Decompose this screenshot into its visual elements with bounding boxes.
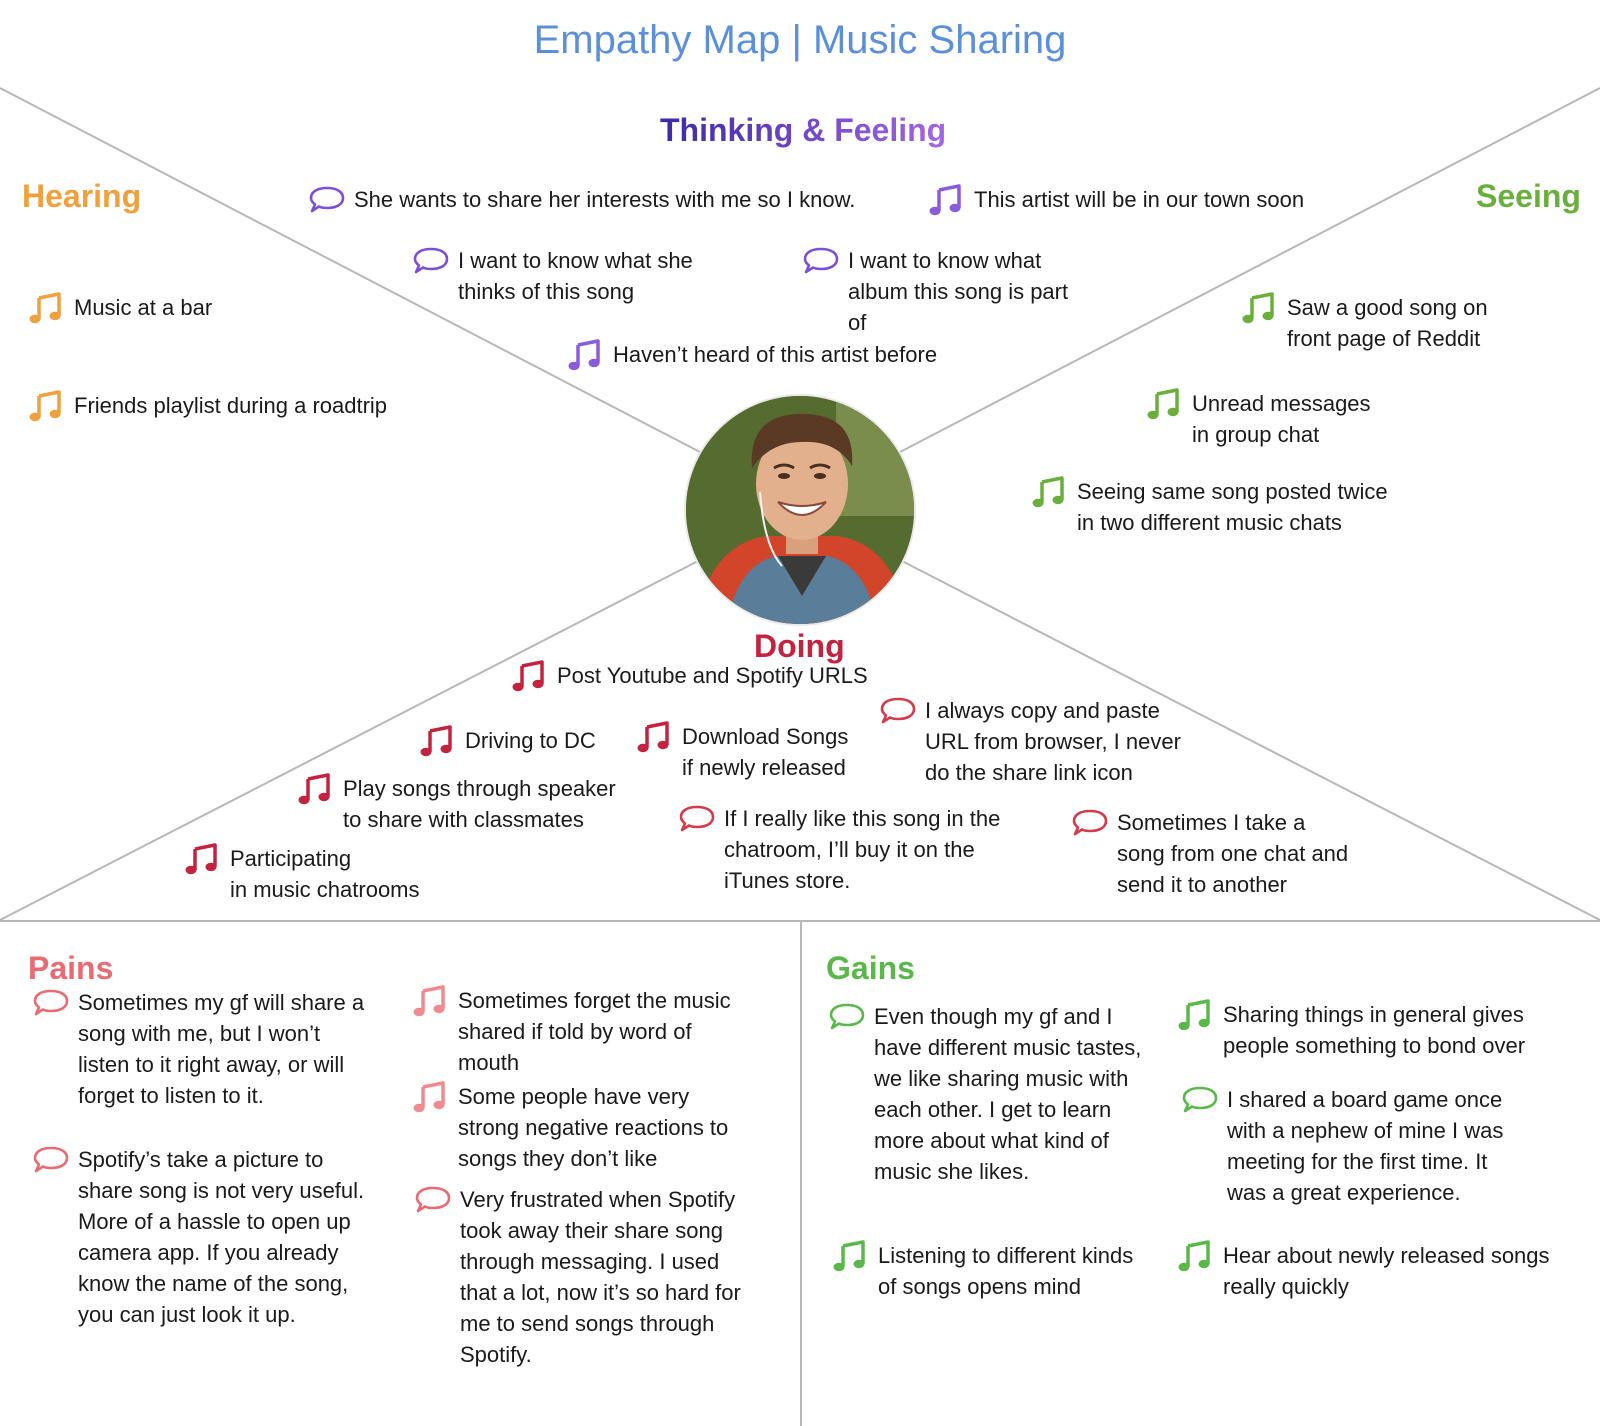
speech-bubble-icon	[32, 1144, 70, 1176]
pains-heading: Pains	[28, 950, 114, 986]
hearing-heading: Hearing	[22, 178, 142, 214]
page-title: Empathy Map | Music Sharing	[533, 18, 1067, 62]
doing-item: Sometimes I take a song from one chat an…	[1071, 807, 1348, 900]
gains-item: Hear about newly released songs really q…	[1177, 1240, 1550, 1302]
speech-bubble-icon	[1071, 807, 1109, 839]
user-avatar-photo	[686, 396, 914, 624]
thinking-item: This artist will be in our town soon	[928, 184, 1304, 216]
music-note-icon	[1031, 476, 1069, 508]
thinking-item: I want to know what she thinks of this s…	[412, 245, 693, 307]
speech-bubble-icon	[828, 1001, 866, 1033]
seeing-heading: Seeing	[1476, 178, 1581, 214]
speech-bubble-icon	[412, 245, 450, 277]
music-note-icon	[1177, 999, 1215, 1031]
doing-item: Participating in music chatrooms	[184, 843, 420, 905]
seeing-item: Unread messages in group chat	[1146, 388, 1371, 450]
gains-item: Sharing things in general gives people s…	[1177, 999, 1525, 1061]
seeing-item: Seeing same song posted twice in two dif…	[1031, 476, 1388, 538]
music-note-icon	[928, 184, 966, 216]
thinking-item: I want to know what album this song is p…	[802, 245, 1068, 338]
doing-item: Driving to DC	[419, 725, 596, 757]
pains-item: Some people have very strong negative re…	[412, 1081, 728, 1174]
speech-bubble-icon	[32, 987, 70, 1019]
music-note-icon	[412, 985, 450, 1017]
gains-item: I shared a board game once with a nephew…	[1181, 1084, 1503, 1208]
speech-bubble-icon	[308, 184, 346, 216]
music-note-icon	[28, 292, 66, 324]
speech-bubble-icon	[414, 1184, 452, 1216]
pains-item: Sometimes my gf will share a song with m…	[32, 987, 364, 1111]
music-note-icon	[297, 773, 335, 805]
music-note-icon	[412, 1081, 450, 1113]
gains-heading: Gains	[826, 950, 915, 986]
music-note-icon	[1146, 388, 1184, 420]
music-note-icon	[184, 843, 222, 875]
seeing-item: Saw a good song on front page of Reddit	[1241, 292, 1488, 354]
pains-item: Very frustrated when Spotify took away t…	[414, 1184, 741, 1370]
music-note-icon	[636, 721, 674, 753]
doing-item: Post Youtube and Spotify URLS	[511, 660, 868, 692]
music-note-icon	[1241, 292, 1279, 324]
music-note-icon	[511, 660, 549, 692]
music-note-icon	[28, 390, 66, 422]
pains-item: Sometimes forget the music shared if tol…	[412, 985, 731, 1078]
hearing-item: Friends playlist during a roadtrip	[28, 390, 387, 422]
thinking-feeling-heading: Thinking & Feeling	[660, 112, 947, 148]
music-note-icon	[567, 339, 605, 371]
speech-bubble-icon	[678, 803, 716, 835]
doing-heading: Doing	[754, 628, 845, 664]
user-avatar	[684, 394, 916, 626]
music-note-icon	[832, 1240, 870, 1272]
doing-item: Play songs through speaker to share with…	[297, 773, 616, 835]
gains-item: Listening to different kinds of songs op…	[832, 1240, 1133, 1302]
doing-item: Download Songs if newly released	[636, 721, 848, 783]
speech-bubble-icon	[1181, 1084, 1219, 1116]
pains-item: Spotify’s take a picture to share song i…	[32, 1144, 364, 1330]
music-note-icon	[419, 725, 457, 757]
music-note-icon	[1177, 1240, 1215, 1272]
gains-item: Even though my gf and I have different m…	[828, 1001, 1141, 1187]
thinking-item: She wants to share her interests with me…	[308, 184, 855, 216]
speech-bubble-icon	[879, 695, 917, 727]
thinking-item: Haven’t heard of this artist before	[567, 339, 937, 371]
hearing-item: Music at a bar	[28, 292, 212, 324]
speech-bubble-icon	[802, 245, 840, 277]
doing-item: I always copy and paste URL from browser…	[879, 695, 1181, 788]
doing-item: If I really like this song in the chatro…	[678, 803, 1000, 896]
